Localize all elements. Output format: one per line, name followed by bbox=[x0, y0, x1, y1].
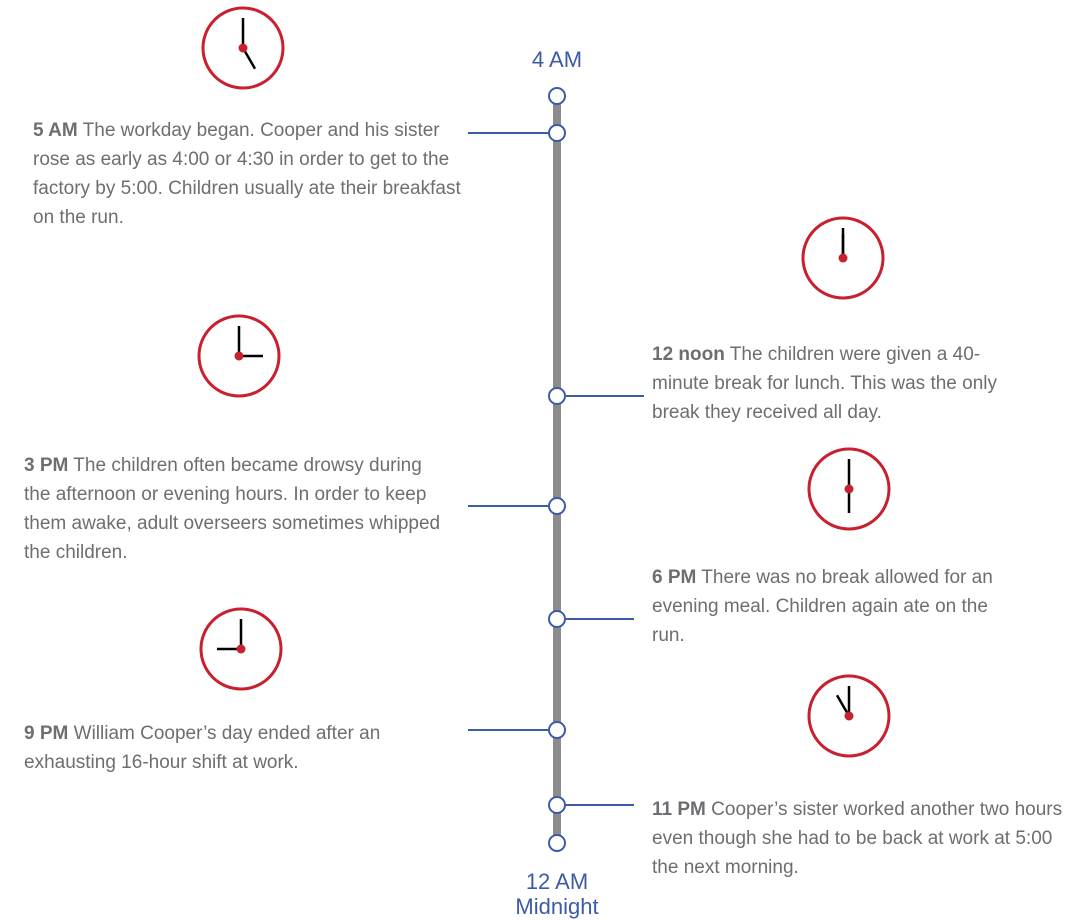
clock-5am bbox=[201, 6, 285, 90]
node-5am bbox=[548, 124, 566, 142]
node-12am bbox=[548, 834, 566, 852]
end-time-label: 12 AM Midnight bbox=[487, 869, 627, 919]
node-3pm bbox=[548, 497, 566, 515]
entry-time: 6 PM bbox=[652, 567, 697, 588]
entry-time: 5 AM bbox=[33, 120, 78, 141]
entry-text: Cooper’s sister worked another two hours… bbox=[652, 799, 1063, 878]
node-11pm bbox=[548, 796, 566, 814]
node-9pm bbox=[548, 721, 566, 739]
entry-6pm: 6 PM There was no break allowed for an e… bbox=[652, 563, 1012, 650]
entry-3pm: 3 PM The children often became drowsy du… bbox=[24, 451, 444, 567]
node-6pm bbox=[548, 610, 566, 628]
clock-9pm bbox=[199, 607, 283, 691]
entry-text: The children often became drowsy during … bbox=[24, 455, 441, 563]
entry-text: The workday began. Cooper and his sister… bbox=[33, 120, 461, 228]
entry-time: 12 noon bbox=[652, 344, 725, 365]
entry-time: 3 PM bbox=[24, 455, 69, 476]
end-time-label-line1: 12 AM bbox=[525, 869, 589, 894]
entry-12noon: 12 noon The children were given a 40-min… bbox=[652, 340, 1032, 427]
clock-12noon bbox=[801, 216, 885, 300]
entry-text: There was no break allowed for an evenin… bbox=[652, 567, 993, 646]
node-4am bbox=[548, 87, 566, 105]
entry-time: 11 PM bbox=[652, 799, 706, 820]
end-time-label-line2: Midnight bbox=[515, 894, 599, 919]
start-time-label: 4 AM bbox=[531, 47, 583, 72]
node-12noon bbox=[548, 387, 566, 405]
entry-5am: 5 AM The workday began. Cooper and his s… bbox=[33, 116, 463, 232]
clock-11pm bbox=[807, 674, 891, 758]
entry-9pm: 9 PM William Cooper’s day ended after an… bbox=[24, 719, 444, 777]
clock-3pm bbox=[197, 314, 281, 398]
entry-text: William Cooper’s day ended after an exha… bbox=[24, 723, 381, 773]
clock-6pm bbox=[807, 447, 891, 531]
entry-text: The children were given a 40-minute brea… bbox=[652, 344, 997, 423]
entry-time: 9 PM bbox=[24, 723, 69, 744]
entry-11pm: 11 PM Cooper’s sister worked another two… bbox=[652, 795, 1072, 882]
